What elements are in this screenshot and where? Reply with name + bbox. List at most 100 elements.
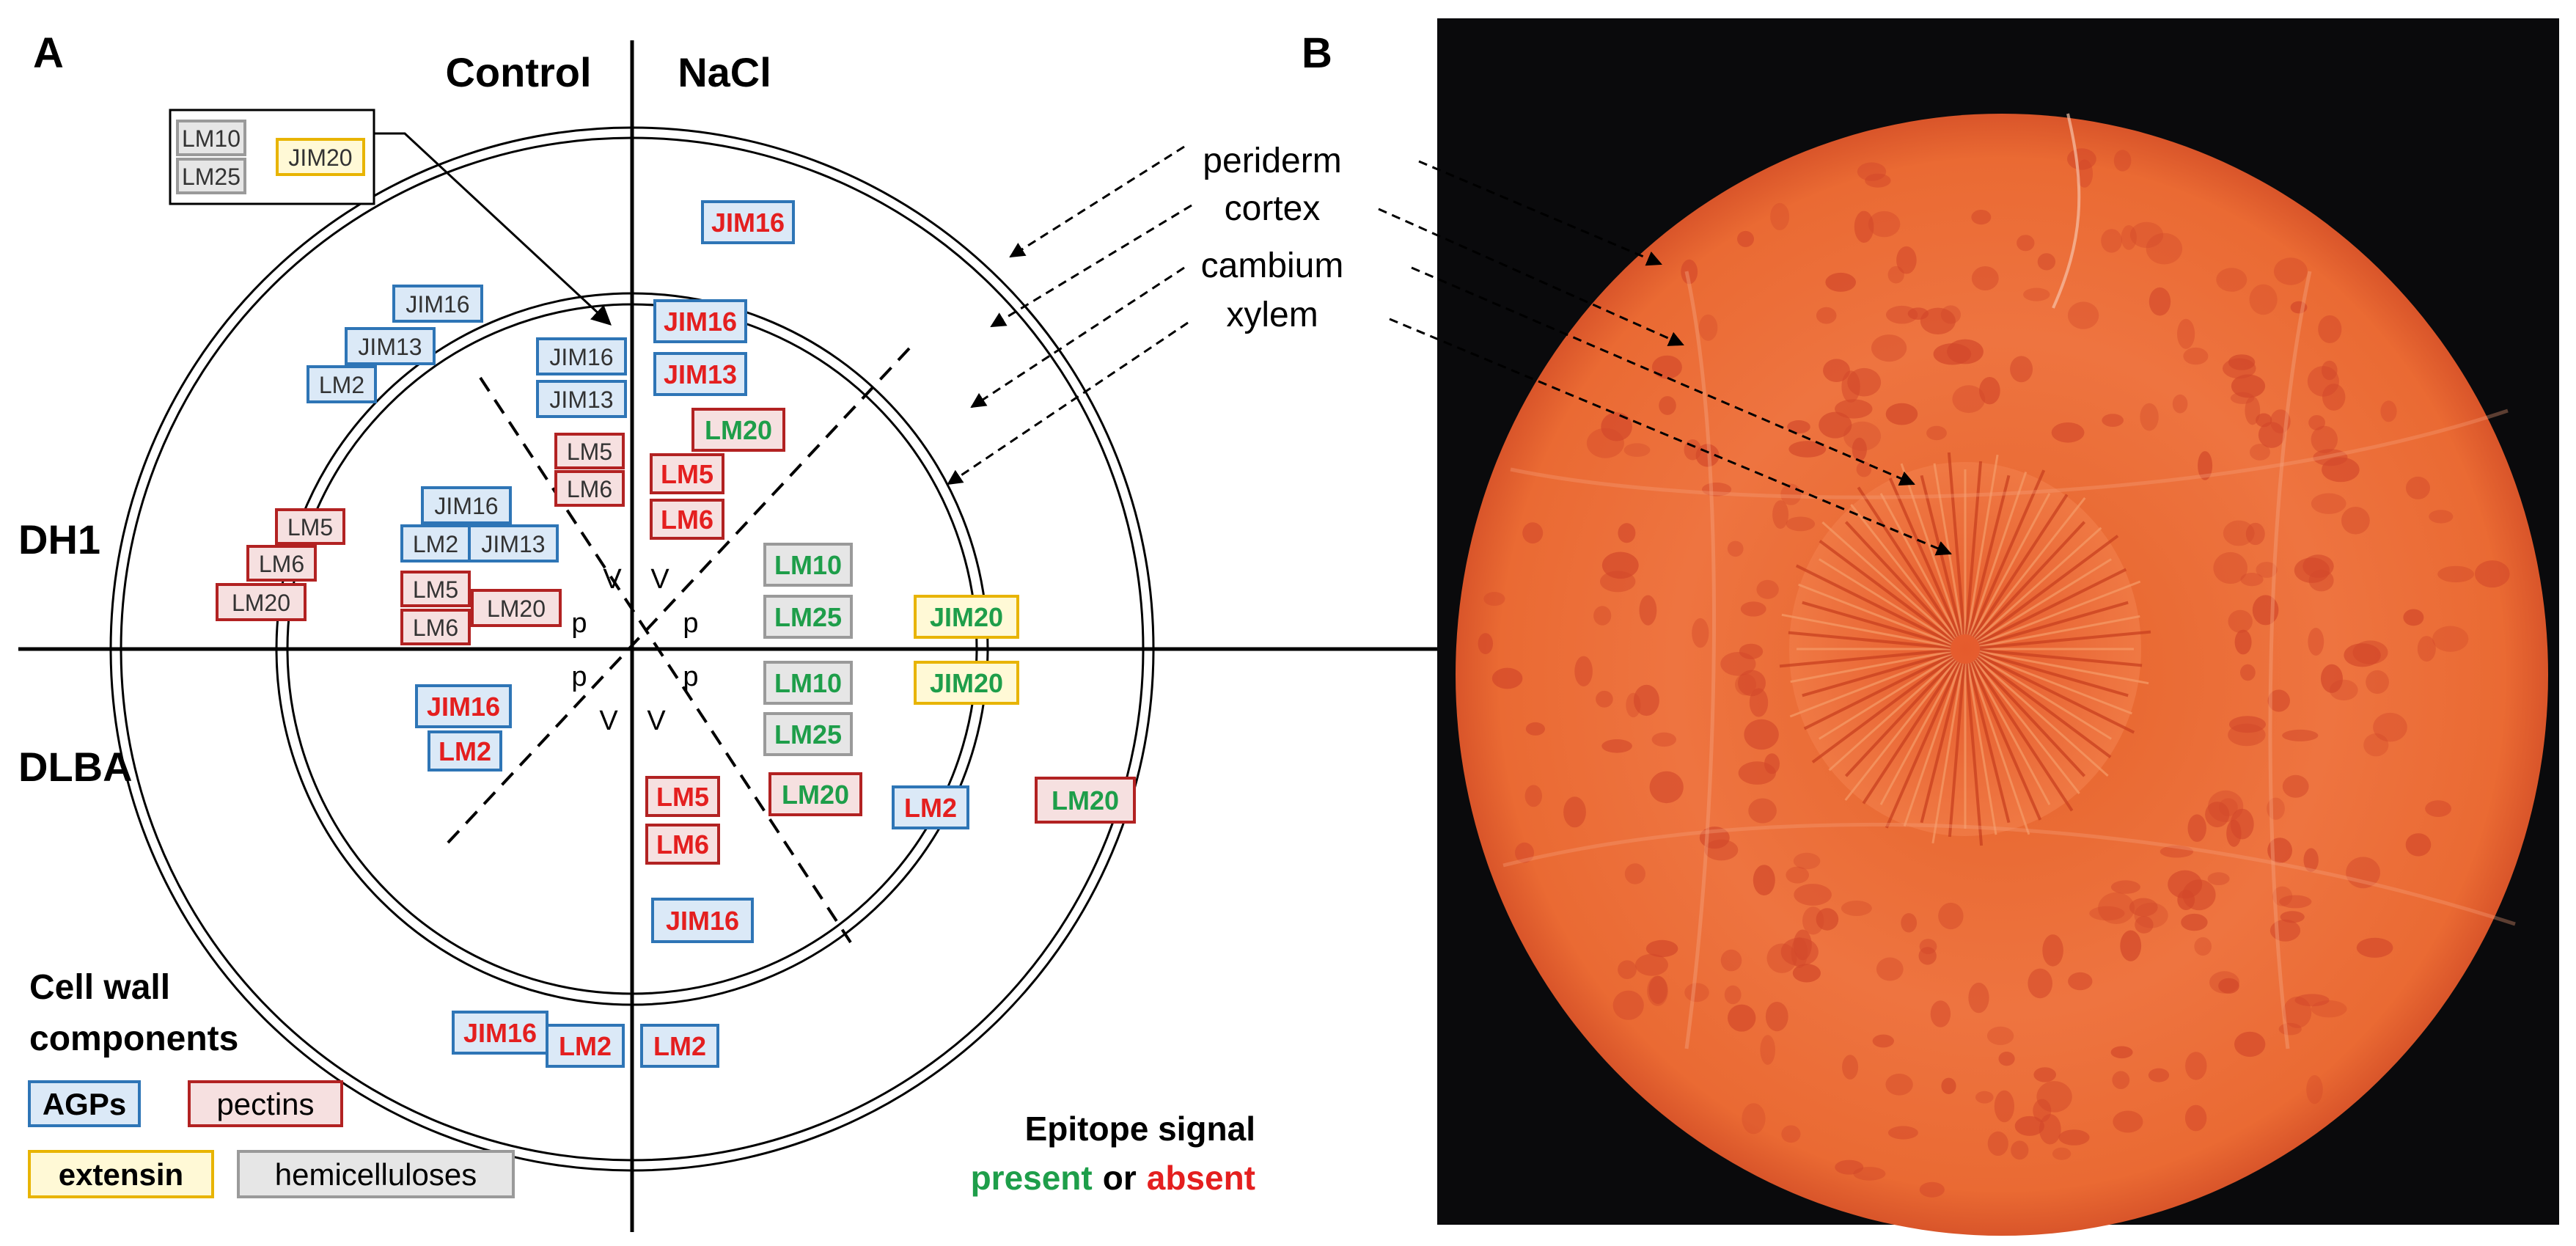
cortex-pit [1794, 884, 1832, 906]
cortex-pit [2282, 774, 2309, 798]
cortex-pit [1920, 307, 1956, 334]
cortex-pit [2405, 833, 2432, 857]
cortex-pit [1753, 865, 1775, 895]
cortex-pit [2363, 733, 2389, 757]
cortex-pit [1623, 443, 1651, 457]
cortex-pit [1787, 420, 1810, 434]
cortex-pit [1887, 265, 1904, 284]
dh1-control-low-lm6-tag: LM6 [400, 609, 471, 645]
cortex-pit [2313, 449, 2348, 466]
cortex-pit [1724, 985, 1742, 1005]
xylem-ray [1969, 662, 2030, 835]
dh1-control-inner-jim13-tag: JIM13 [536, 380, 627, 418]
callout-jim20-tag-box [276, 138, 365, 176]
dh1-control-outer-jim16-tag-box [392, 285, 483, 323]
cortex-pit [1756, 579, 1779, 599]
cortex-pit [2159, 845, 2194, 858]
xylem-ray [1978, 601, 2129, 647]
xylem-ray [1967, 454, 1999, 635]
legend-agps-swatch-text: AGPs [43, 1087, 126, 1121]
legend-title-line1: Cell wall [29, 968, 170, 1007]
dh1-control-mid-lm2-tag-text: LM2 [413, 531, 458, 557]
dh1-control-mid-lm2-tag: LM2 [400, 524, 471, 562]
phloem-label-br: p [683, 662, 698, 692]
xylem-ray [1819, 558, 1953, 643]
cortex-pit [1987, 1131, 2008, 1156]
cortex-pit [2121, 225, 2137, 250]
cortex-pit [1684, 983, 1709, 1003]
dh1-control-inner-lm5-tag-box [554, 433, 625, 469]
xylem-ray [1971, 661, 2051, 805]
xylem-ray [1788, 631, 1951, 650]
xylem-ray [1973, 659, 2080, 794]
cortex-pit [2373, 712, 2407, 742]
callout-lm25-tag-text: LM25 [182, 164, 241, 190]
dh1-control-outer-lm6-tag: LM6 [246, 545, 317, 582]
epitope-tags: LM10LM25JIM20JIM16JIM13LM2LM5LM6LM20JIM1… [176, 120, 1136, 1068]
xylem-ray [1969, 472, 2028, 636]
dh1-nacl-lm6-tag-box [650, 499, 724, 540]
xylem-ray [1970, 469, 2046, 637]
dh1-control-inner-lm5-tag: LM5 [554, 433, 625, 469]
xylem-ray [1978, 651, 2129, 697]
dh1-control-outer-lm20-tag-box [216, 583, 307, 621]
cortex-pit [2011, 1140, 2029, 1160]
dlba-nacl-lm2-tag: LM2 [892, 785, 969, 829]
cortex-pit [1649, 771, 1684, 804]
xylem-ray [1978, 653, 2132, 715]
dlba-control-outer-jim16-tag-box [452, 1011, 548, 1055]
cortex-pit [2429, 510, 2454, 524]
cortex-pit [1765, 1002, 1788, 1032]
dlba-nacl-lm20-tag-box [768, 772, 862, 816]
cortex-label: cortex [1225, 189, 1321, 228]
dh1-control-outer-lm2-tag-box [307, 365, 377, 403]
dlba-nacl-jim16-tag-text: JIM16 [666, 906, 739, 936]
row-header-dlba: DLBA [18, 744, 133, 790]
dh1-nacl-lm25-tag-box [763, 595, 853, 639]
xylem-rays [1779, 452, 2151, 846]
cortex-pit [2098, 892, 2135, 924]
cortex-pit [1601, 412, 1632, 441]
cortex-pit [1788, 441, 1827, 458]
cortex-pit [1786, 516, 1816, 532]
dlba-nacl-outer-lm20-tag: LM20 [1035, 777, 1136, 824]
dh1-control-outer-lm20-tag-text: LM20 [232, 590, 290, 616]
cortex-pit [2245, 522, 2265, 546]
xylem-ray [1844, 521, 1956, 640]
cortex-pit [2216, 268, 2247, 292]
dh1-control-mid-jim16-tag-box [421, 486, 512, 524]
dh1-control-mid-lm2-tag-box [400, 524, 471, 562]
dh1-control-outer-lm5-tag: LM5 [275, 508, 345, 545]
legend-title-line2: components [29, 1019, 238, 1058]
cortex-pit [2249, 284, 2278, 315]
column-header-control: Control [445, 49, 591, 95]
dlba-nacl-jim16-tag: JIM16 [651, 898, 754, 943]
cortex-pit [2181, 913, 2208, 931]
dlba-nacl-lm5-tag-text: LM5 [656, 782, 709, 812]
xylem-ray [1879, 661, 1959, 805]
cortex-pit [2017, 235, 2035, 252]
cortex-pit [2052, 1147, 2072, 1160]
cortex-pit [1842, 1055, 1859, 1080]
xylem-ray [1844, 659, 1957, 802]
xylem-ray [1888, 477, 1961, 637]
cortex-pit [2076, 159, 2094, 188]
cortex-pit [1648, 975, 1667, 1004]
xylem-ray [1964, 461, 1983, 635]
cortex-pit [2229, 716, 2266, 733]
cortex-pit [2037, 253, 2056, 271]
dh1-control-outer-lm20-tag: LM20 [216, 583, 307, 621]
legend-extensin-swatch-text: extensin [59, 1157, 183, 1192]
dh1-nacl-lm5-tag-text: LM5 [661, 459, 713, 489]
cortex-pit [2256, 413, 2272, 428]
cortex-pit [1986, 1026, 2014, 1045]
xylem-ray [1857, 486, 1959, 638]
dlba-control-jim16-tag: JIM16 [415, 684, 512, 728]
row-header-dh1: DH1 [18, 516, 100, 562]
cortex-pit [2252, 595, 2279, 626]
dh1-control-low-lm5-tag-box [400, 571, 471, 607]
cortex-pit [2475, 560, 2510, 588]
cortex-pit [1596, 690, 1613, 708]
xylem-ray [1974, 658, 2086, 777]
